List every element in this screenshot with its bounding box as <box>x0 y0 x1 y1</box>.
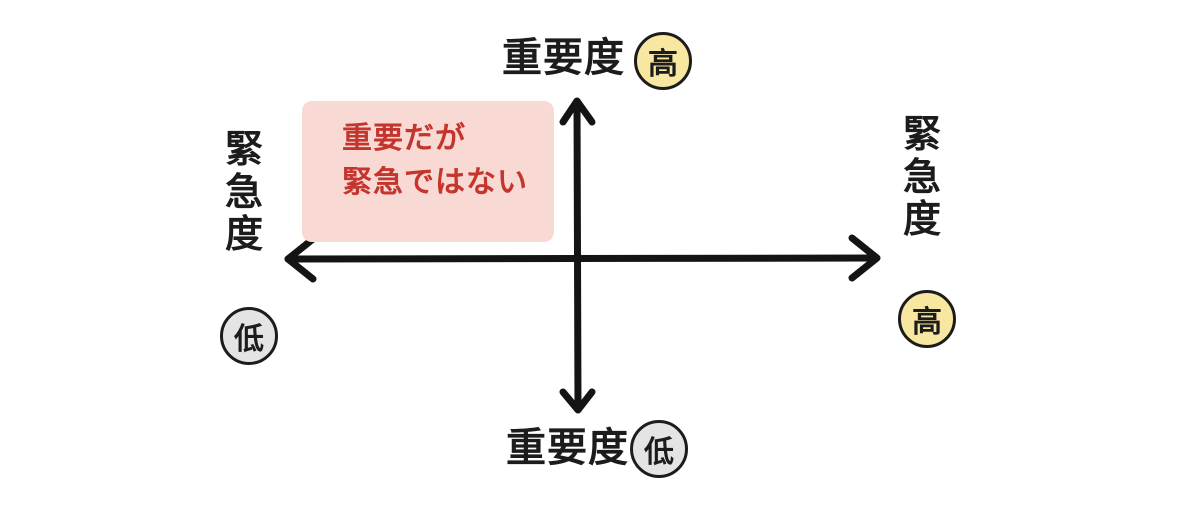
right-axis-label: 緊急度 <box>902 112 941 242</box>
horizontal-axis-line <box>284 254 880 263</box>
top-axis-label: 重要度 <box>502 35 625 81</box>
left-low-badge: 低 <box>220 307 278 365</box>
horizontal-axis-arrowhead-right <box>848 234 881 282</box>
vertical-axis-arrowhead-bottom <box>559 388 596 414</box>
vertical-axis-arrowhead-top <box>559 97 596 126</box>
quadrant-note-line2: 緊急ではない <box>342 165 528 200</box>
right-high-badge: 高 <box>898 290 956 348</box>
left-axis-label: 緊急度 <box>224 127 263 257</box>
bottom-low-badge: 低 <box>630 420 688 478</box>
top-high-badge: 高 <box>634 32 692 90</box>
horizontal-axis-arrowhead-left <box>284 235 317 283</box>
quadrant-note-line1: 重要だが <box>342 121 466 156</box>
quadrant-note-important-not-urgent: 重要だが 緊急ではない <box>302 101 554 242</box>
bottom-axis-label: 重要度 <box>506 425 629 471</box>
